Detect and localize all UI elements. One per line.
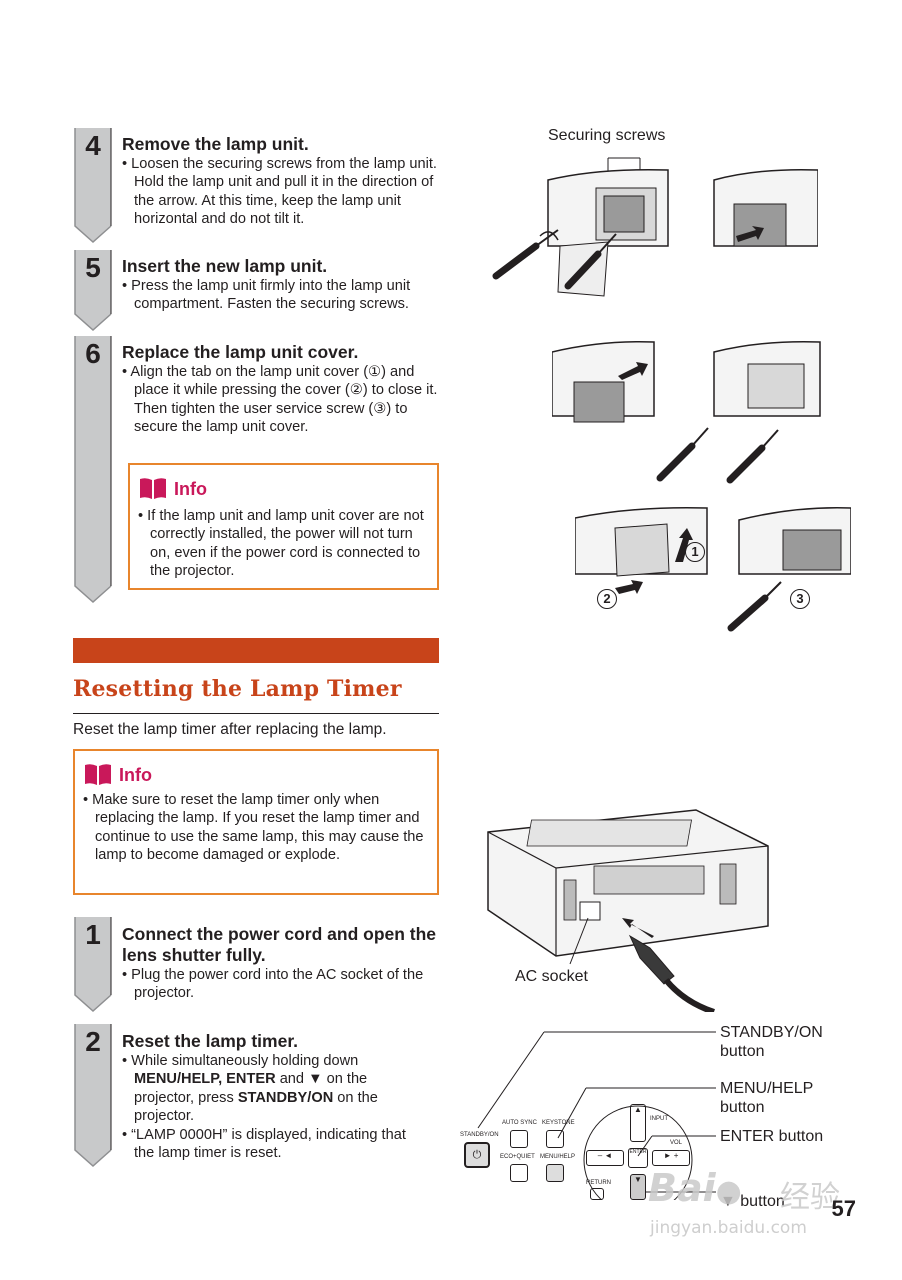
bullet-text: on the projector. <box>134 1089 378 1125</box>
step-tab-1: 1 <box>73 917 117 1013</box>
info-text: • If the lamp unit and lamp unit cover a… <box>138 508 424 580</box>
enter-button-label: ENTER button <box>720 1128 824 1145</box>
step-title: Replace the lamp unit cover. <box>122 342 359 362</box>
bullet-text: • While simultaneously holding down <box>122 1053 359 1069</box>
panel-input-label: INPUT <box>650 1116 668 1122</box>
step-bullet: • Loosen the securing screws from the la… <box>122 156 437 228</box>
step-bullet: • Press the lamp unit firmly into the la… <box>122 278 411 313</box>
standby-on-button-label: STANDBY/ON button <box>720 1024 823 1060</box>
section-divider <box>73 713 439 714</box>
section-title: Resetting the Lamp Timer <box>73 676 402 702</box>
down-button[interactable]: ▼ <box>630 1174 646 1200</box>
section-intro: Reset the lamp timer after replacing the… <box>73 721 387 738</box>
right-button[interactable]: ► + <box>652 1150 690 1166</box>
step-tab-shape <box>74 250 112 332</box>
menu-help-button[interactable] <box>546 1164 564 1182</box>
menu-help-button-label: MENU/HELP button <box>720 1080 814 1116</box>
step-bullet: • Plug the power cord into the AC socket… <box>122 967 424 1002</box>
step-1-body: Connect the power cord and open the lens… <box>122 924 440 1003</box>
watermark-url: jingyan.baidu.com <box>650 1218 807 1238</box>
replace-cover-illustration <box>575 506 851 632</box>
callout-1: 1 <box>685 542 705 562</box>
info-label: Info <box>174 478 207 499</box>
bullet-text: and ▼ on the projector, press <box>134 1071 368 1106</box>
bullet-bold: STANDBY/ON <box>237 1089 334 1106</box>
book-icon <box>140 478 166 499</box>
step-bullet: • “LAMP 0000H” is displayed, indicating … <box>122 1126 406 1162</box>
panel-auto-sync-label: AUTO SYNC <box>502 1120 537 1126</box>
return-button[interactable] <box>590 1188 604 1200</box>
info-header: Info <box>138 477 427 501</box>
section-bar <box>73 638 439 663</box>
step-tab-4: 4 <box>73 128 117 244</box>
panel-eco-label: ECO+QUIET <box>500 1154 535 1160</box>
step-title: Reset the lamp timer. <box>122 1031 299 1051</box>
watermark-cn: 经验 <box>780 1180 840 1215</box>
step-2-body: Reset the lamp timer. • While simultaneo… <box>122 1031 422 1162</box>
step-tab-6: 6 <box>73 336 117 604</box>
ac-socket-label: AC socket <box>515 968 588 985</box>
left-button[interactable]: – ◄ <box>586 1150 624 1166</box>
step-6-body: Replace the lamp unit cover. • Align the… <box>122 342 442 437</box>
watermark-brand: Bai● <box>648 1166 742 1210</box>
step-4-body: Remove the lamp unit. • Loosen the secur… <box>122 134 442 229</box>
down-button-label: ▼ button <box>720 1193 785 1210</box>
info-text: • Make sure to reset the lamp timer only… <box>83 792 424 864</box>
control-panel-leaders <box>477 1031 716 1200</box>
step-tab-shape <box>74 1024 112 1168</box>
auto-sync-button[interactable] <box>510 1130 528 1148</box>
step-tab-5: 5 <box>73 250 117 332</box>
standby-button[interactable]: ⏻ <box>464 1142 490 1168</box>
panel-return-label: RETURN <box>586 1180 611 1186</box>
info-header: Info <box>83 763 427 787</box>
projector-rear-illustration <box>487 809 769 1012</box>
callout-3: 3 <box>790 589 810 609</box>
step-number: 4 <box>85 130 101 161</box>
step-title: Connect the power cord and open the lens… <box>122 924 437 965</box>
step-tab-2: 2 <box>73 1024 117 1168</box>
eco-quiet-button[interactable] <box>510 1164 528 1182</box>
step-tab-shape <box>74 128 112 244</box>
keystone-button[interactable] <box>546 1130 564 1148</box>
step-number: 1 <box>85 919 101 950</box>
panel-menu-help-label: MENU/HELP <box>540 1154 576 1160</box>
callout-2: 2 <box>597 589 617 609</box>
paw-icon: ● <box>715 1174 742 1209</box>
up-button[interactable]: ▲ <box>630 1104 646 1142</box>
securing-screws-label: Securing screws <box>548 127 666 144</box>
book-icon <box>85 764 111 785</box>
panel-keystone-label: KEYSTONE <box>542 1120 575 1126</box>
control-panel: STANDBY/ON ⏻ AUTO SYNC KEYSTONE ECO+QUIE… <box>456 1010 766 1200</box>
info-box: Info • If the lamp unit and lamp unit co… <box>128 463 439 590</box>
watermark-brand-text: Bai <box>648 1166 716 1210</box>
step-bullet: • While simultaneously holding down MENU… <box>122 1052 422 1126</box>
panel-vol-label: VOL <box>670 1140 683 1146</box>
step-number: 2 <box>85 1026 101 1057</box>
enter-button[interactable]: ENTER <box>628 1148 648 1168</box>
bullet-bold: MENU/HELP, ENTER <box>134 1071 276 1088</box>
step-title: Remove the lamp unit. <box>122 134 309 154</box>
remove-lamp-illustration <box>492 157 818 297</box>
step-tab-shape <box>74 917 112 1013</box>
step-number: 5 <box>85 252 101 283</box>
page-number: 57 <box>831 1196 856 1221</box>
step-5-body: Insert the new lamp unit. • Press the la… <box>122 256 442 314</box>
step-tab-shape <box>74 336 112 604</box>
step-title: Insert the new lamp unit. <box>122 256 328 276</box>
insert-lamp-illustration <box>552 340 821 484</box>
info-box: Info • Make sure to reset the lamp timer… <box>73 749 439 895</box>
info-label: Info <box>119 764 152 785</box>
step-bullet: • Align the tab on the lamp unit cover (… <box>122 364 438 436</box>
step-number: 6 <box>85 338 101 369</box>
panel-standby-label: STANDBY/ON <box>460 1132 499 1138</box>
